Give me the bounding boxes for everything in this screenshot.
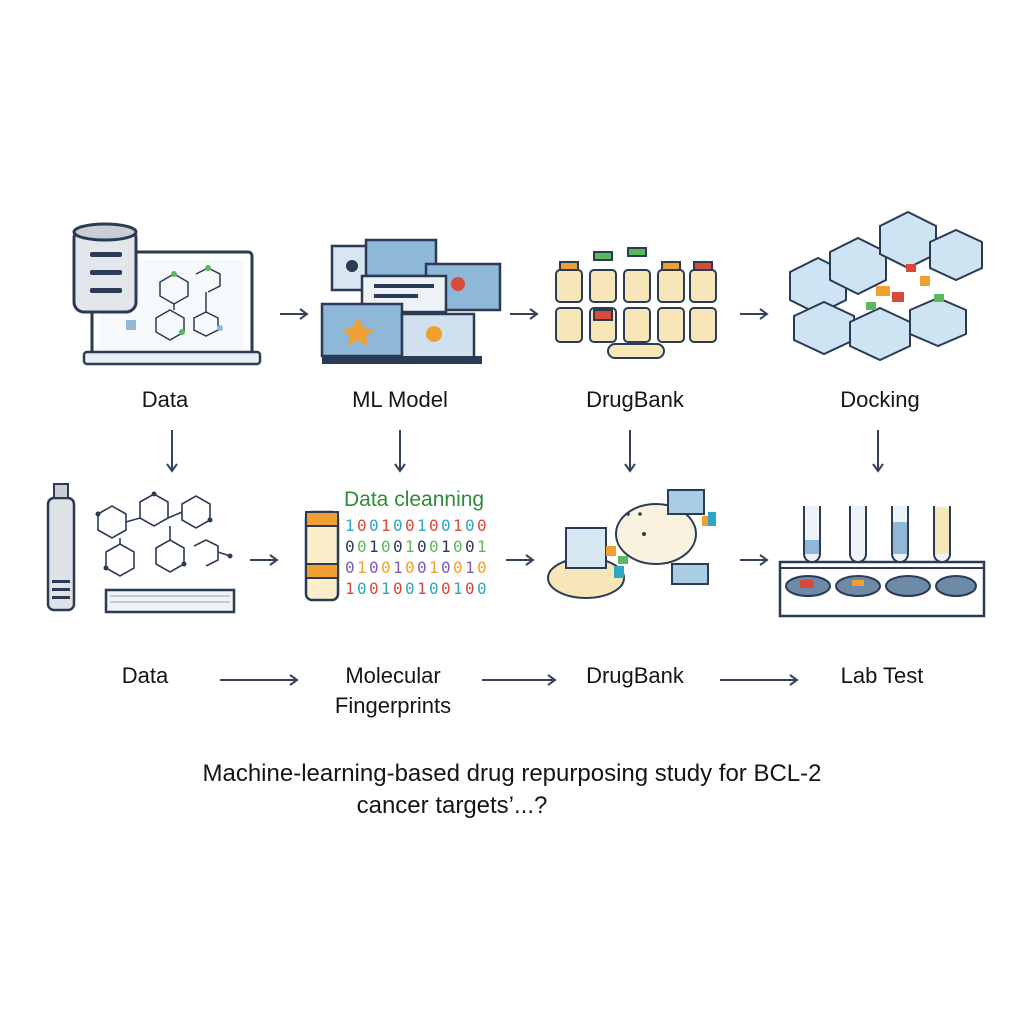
binary-digit: 0	[477, 579, 487, 598]
drugbank-vials-illustration	[555, 247, 717, 359]
binary-digit: 0	[417, 558, 427, 577]
binary-digit: 1	[441, 537, 451, 556]
binary-digit: 0	[465, 579, 475, 598]
binary-digit: 0	[429, 537, 439, 556]
arrow-fingerprints-to-drugbank-upper	[506, 554, 535, 566]
binary-digit: 0	[405, 516, 415, 535]
arrow-data-to-ml-model	[280, 308, 309, 320]
binary-digit: 0	[453, 537, 463, 556]
bottom-label-molecular: Molecular	[345, 663, 441, 688]
bottom-label-fingerprints: Fingerprints	[334, 693, 452, 718]
binary-digit: 1	[345, 579, 355, 598]
binary-digit: 0	[357, 516, 367, 535]
binary-digit: 1	[417, 516, 427, 535]
arrow-drugbank-to-lab-test-upper	[740, 554, 769, 566]
binary-digit: 1	[369, 537, 379, 556]
arrow-drugbank-to-docking	[740, 308, 769, 320]
binary-digit: 0	[453, 558, 463, 577]
binary-digit: 0	[429, 516, 439, 535]
binary-digit: 0	[429, 579, 439, 598]
caption-line-1: Machine-learning-based drug repurposing …	[202, 760, 822, 787]
binary-digit: 0	[441, 558, 451, 577]
binary-digit: 1	[381, 579, 391, 598]
binary-digit: 1	[417, 579, 427, 598]
arrow-down-docking	[872, 430, 884, 473]
binary-digit: 1	[465, 558, 475, 577]
arrow-data-to-fingerprints-label	[220, 674, 299, 686]
binary-digit: 0	[405, 579, 415, 598]
bottom-label-drugbank: DrugBank	[586, 663, 684, 688]
data-laptop-illustration	[72, 222, 262, 366]
binary-digit: 0	[465, 516, 475, 535]
binary-digit: 0	[405, 558, 415, 577]
caption-line-2: cancer targets’...?	[356, 792, 548, 819]
lab-test-tubes-illustration	[778, 506, 986, 618]
binary-digit: 0	[369, 516, 379, 535]
arrow-down-data	[166, 430, 178, 473]
binary-digit: 0	[357, 579, 367, 598]
arrow-down-ml-model	[394, 430, 406, 473]
binary-digit: 1	[405, 537, 415, 556]
top-label-ml-model: ML Model	[352, 387, 448, 412]
data-cleaning-title: Data cleanning	[344, 488, 485, 511]
binary-digit: 0	[417, 537, 427, 556]
data-molecule-network-illustration	[46, 483, 236, 614]
ml-model-monitors-illustration	[320, 238, 502, 364]
arrow-down-drugbank	[624, 430, 636, 473]
binary-digit: 0	[357, 537, 367, 556]
binary-digit: 0	[477, 558, 487, 577]
arrow-fingerprints-to-drugbank-label	[482, 674, 557, 686]
binary-digit: 0	[369, 579, 379, 598]
binary-digit: 0	[465, 537, 475, 556]
binary-digit: 1	[453, 516, 463, 535]
binary-digit: 1	[345, 516, 355, 535]
binary-digit: 0	[393, 579, 403, 598]
bottom-label-data: Data	[121, 663, 169, 688]
arrow-ml-model-to-drugbank	[510, 308, 539, 320]
bottom-label-lab-test: Lab Test	[840, 663, 924, 688]
binary-digit: 0	[441, 516, 451, 535]
top-label-data: Data	[141, 387, 189, 412]
binary-digit: 0	[345, 558, 355, 577]
binary-digit: 1	[381, 516, 391, 535]
drugbank-dishes-illustration	[547, 489, 716, 599]
binary-digit: 0	[369, 558, 379, 577]
binary-digit: 1	[357, 558, 367, 577]
arrow-drugbank-to-lab-test-label	[720, 674, 799, 686]
binary-digit: 1	[429, 558, 439, 577]
binary-digit: 0	[393, 516, 403, 535]
binary-digit: 0	[381, 558, 391, 577]
docking-cubes-illustration	[789, 210, 983, 362]
binary-digit: 0	[381, 537, 391, 556]
top-label-drugbank: DrugBank	[586, 387, 684, 412]
fingerprint-jar-icon	[304, 510, 340, 602]
binary-digit: 1	[453, 579, 463, 598]
binary-digit: 0	[441, 579, 451, 598]
top-label-docking: Docking	[840, 387, 920, 412]
binary-digit: 0	[345, 537, 355, 556]
binary-digit: 0	[393, 537, 403, 556]
binary-digit: 1	[477, 537, 487, 556]
binary-digit: 0	[477, 516, 487, 535]
arrow-data-to-fingerprints-upper	[250, 554, 279, 566]
binary-digit: 1	[393, 558, 403, 577]
